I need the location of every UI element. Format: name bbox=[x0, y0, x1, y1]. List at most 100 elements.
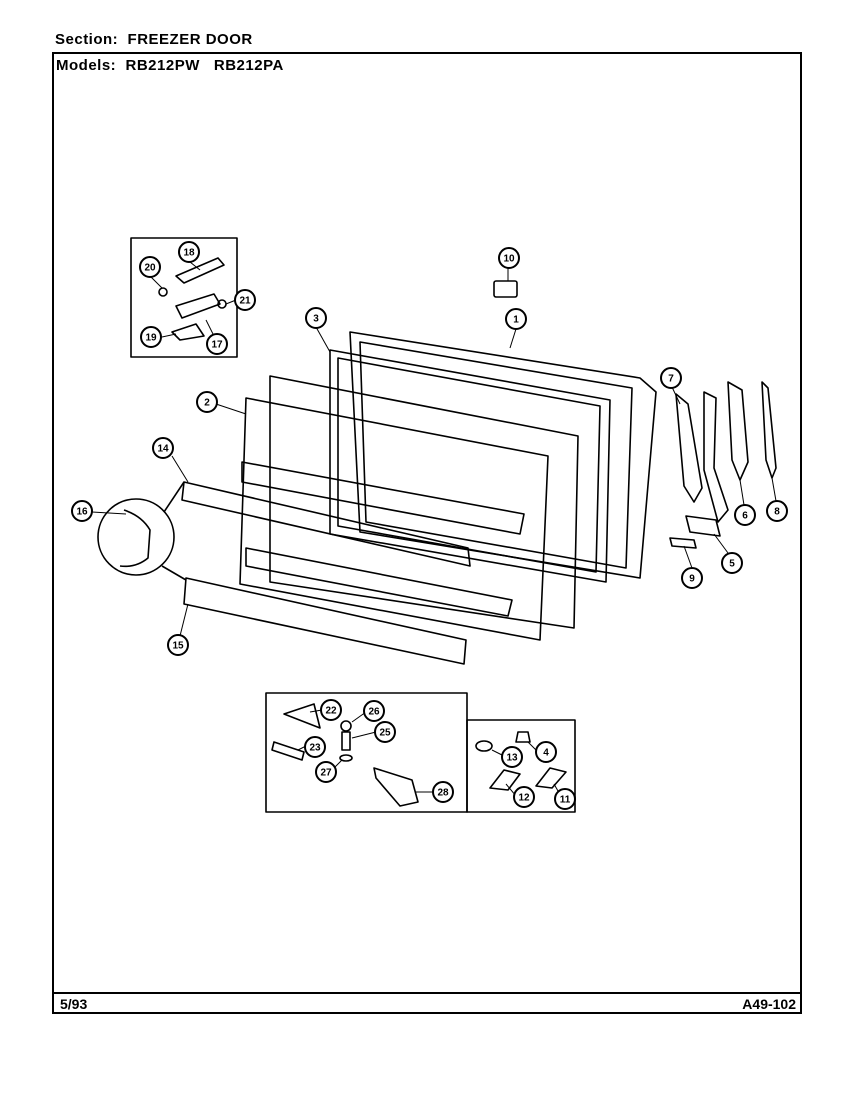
callout-7: 7 bbox=[660, 367, 682, 389]
callout-4-circle bbox=[535, 741, 557, 763]
model-1: RB212PW bbox=[125, 57, 200, 74]
part-2-liner-lower-shelf bbox=[245, 547, 513, 617]
leader-6 bbox=[739, 479, 745, 506]
callout-18-label: 18 bbox=[183, 248, 195, 259]
callout-11-label: 11 bbox=[560, 795, 571, 806]
part-15-shelf-bar bbox=[183, 577, 467, 665]
callout-6-label: 6 bbox=[742, 511, 748, 522]
callout-14: 14 bbox=[152, 437, 174, 459]
part-7-handle-trim bbox=[675, 393, 703, 503]
callout-13: 13 bbox=[501, 746, 523, 768]
part-4-screw bbox=[515, 731, 531, 743]
leader-20 bbox=[149, 275, 163, 289]
callout-4: 4 bbox=[535, 741, 557, 763]
leader-16 bbox=[91, 511, 127, 515]
callout-22-circle bbox=[320, 699, 342, 721]
callout-12: 12 bbox=[513, 786, 535, 808]
leader-7 bbox=[671, 386, 681, 405]
callout-15: 15 bbox=[167, 634, 189, 656]
callout-13-label: 13 bbox=[506, 753, 518, 764]
callout-1-label: 1 bbox=[513, 315, 519, 326]
callout-22: 22 bbox=[320, 699, 342, 721]
inset-door-stop bbox=[466, 719, 576, 813]
callout-21: 21 bbox=[234, 289, 256, 311]
detail-leader-bottom bbox=[161, 565, 187, 581]
part-26-bushing bbox=[340, 720, 352, 732]
callout-20-circle bbox=[139, 256, 161, 278]
part-1-outer-door bbox=[349, 331, 657, 579]
callout-7-circle bbox=[660, 367, 682, 389]
callout-27-circle bbox=[315, 761, 337, 783]
leader-22 bbox=[309, 709, 323, 713]
leader-1 bbox=[509, 328, 517, 349]
leader-19 bbox=[161, 333, 177, 338]
part-16-detail-clip bbox=[119, 509, 151, 568]
callout-9-circle bbox=[681, 567, 703, 589]
leader-14 bbox=[171, 455, 189, 483]
callout-19: 19 bbox=[140, 326, 162, 348]
part-6-handle bbox=[727, 381, 749, 481]
part-12-stop bbox=[489, 769, 521, 791]
callout-4-label: 4 bbox=[543, 748, 549, 759]
callout-27-label: 27 bbox=[320, 768, 332, 779]
part-1-inner-edge bbox=[359, 341, 633, 569]
part-22-cover bbox=[283, 703, 321, 729]
part-8-handle-strip bbox=[761, 381, 777, 479]
callout-20: 20 bbox=[139, 256, 161, 278]
footer-rule bbox=[52, 992, 802, 994]
part-28-hinge bbox=[373, 767, 419, 807]
callout-16-label: 16 bbox=[76, 507, 88, 518]
callout-28-label: 28 bbox=[437, 788, 449, 799]
callout-22-label: 22 bbox=[325, 706, 337, 717]
callout-21-label: 21 bbox=[239, 296, 251, 307]
callout-28-circle bbox=[432, 781, 454, 803]
footer-date: 5/93 bbox=[60, 996, 88, 1012]
callout-15-label: 15 bbox=[172, 641, 184, 652]
callout-2-circle bbox=[196, 391, 218, 413]
callout-8: 8 bbox=[766, 500, 788, 522]
callout-23: 23 bbox=[304, 736, 326, 758]
callout-21-circle bbox=[234, 289, 256, 311]
part-25-pin bbox=[341, 731, 351, 751]
callout-3-circle bbox=[305, 307, 327, 329]
part-11-stop bbox=[535, 767, 567, 789]
callout-12-circle bbox=[513, 786, 535, 808]
part-3-gasket-inner bbox=[337, 357, 601, 573]
callout-14-label: 14 bbox=[157, 444, 169, 455]
callout-5: 5 bbox=[721, 552, 743, 574]
callout-10-label: 10 bbox=[503, 254, 515, 265]
callout-18-circle bbox=[178, 241, 200, 263]
callout-7-label: 7 bbox=[668, 374, 674, 385]
part-2-liner-front bbox=[239, 397, 549, 641]
callout-25-circle bbox=[374, 721, 396, 743]
part-19-bracket bbox=[171, 323, 205, 341]
part-9-shim bbox=[669, 537, 697, 549]
detail-leader-top bbox=[163, 481, 185, 513]
callout-9: 9 bbox=[681, 567, 703, 589]
callout-9-label: 9 bbox=[689, 574, 695, 585]
part-17-plate bbox=[175, 293, 221, 319]
leader-8 bbox=[771, 477, 777, 502]
callout-3: 3 bbox=[305, 307, 327, 329]
leader-5 bbox=[713, 533, 729, 554]
callout-18: 18 bbox=[178, 241, 200, 263]
part-16-detail-circle bbox=[97, 498, 175, 576]
callout-1-circle bbox=[505, 308, 527, 330]
footer-code: A49-102 bbox=[742, 996, 796, 1012]
callout-11-circle bbox=[554, 788, 576, 810]
part-27-washer bbox=[339, 754, 353, 762]
callout-11: 11 bbox=[554, 788, 576, 810]
leader-9 bbox=[683, 545, 693, 569]
callout-16-circle bbox=[71, 500, 93, 522]
callout-8-circle bbox=[766, 500, 788, 522]
part-2-liner-shelf bbox=[241, 461, 525, 535]
part-3-gasket bbox=[329, 349, 611, 583]
leader-3 bbox=[315, 326, 331, 353]
part-5-hinge-plate bbox=[685, 515, 721, 537]
leader-15 bbox=[179, 603, 189, 637]
callout-19-label: 19 bbox=[145, 333, 157, 344]
callout-28: 28 bbox=[432, 781, 454, 803]
models-heading: Models: RB212PW RB212PA bbox=[56, 57, 284, 74]
callout-25: 25 bbox=[374, 721, 396, 743]
callout-10: 10 bbox=[498, 247, 520, 269]
